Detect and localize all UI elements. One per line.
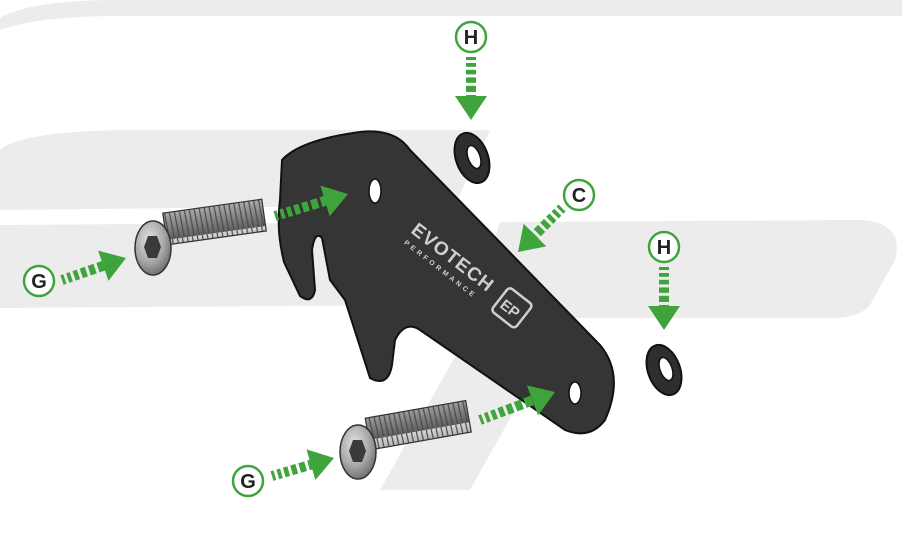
arrow-head — [320, 185, 348, 217]
washer-right — [645, 343, 683, 397]
callout-label-bolt-bottom: G — [240, 471, 256, 493]
arrow-dash — [282, 466, 291, 478]
arrow-head — [455, 96, 487, 120]
callout-ring — [562, 178, 596, 212]
bolt-left — [134, 198, 267, 276]
arrow-dash — [483, 411, 491, 423]
bracket-part: EVOTECH PERFORMANCE EP — [277, 130, 615, 435]
arrow-dash — [540, 218, 552, 230]
arrow-dash — [279, 208, 286, 220]
arrow-head — [306, 449, 334, 481]
callout-ring — [22, 264, 56, 298]
hex-socket-icon — [349, 440, 366, 462]
arrow-dash — [72, 269, 81, 281]
arrow-dash — [659, 287, 669, 293]
bracket-hole-upper — [368, 178, 382, 204]
bracket-plate — [277, 130, 615, 435]
arrow-to-washer-right — [648, 267, 680, 330]
arrow-head — [518, 223, 547, 252]
bracket-hole-lower — [568, 381, 582, 405]
arrow-dash — [505, 403, 515, 415]
arrow-bolt-left-into-bracket — [273, 185, 348, 221]
arrow-dash — [659, 267, 669, 270]
arrow-dash — [546, 213, 557, 224]
arrow-dash — [87, 263, 97, 276]
callout-ring — [647, 230, 681, 264]
arrow-dash — [513, 399, 524, 412]
arrow-dash — [276, 468, 283, 480]
assembly-arrows — [60, 57, 680, 481]
bracket-logo-badge-frame — [491, 287, 533, 329]
arrow-dash — [466, 77, 476, 83]
callout-bolt-bottom: G — [231, 464, 265, 498]
arrow-bolt-bottom-into-bracket — [478, 385, 555, 425]
arrow-head — [648, 306, 680, 330]
hex-socket-icon — [144, 236, 161, 258]
arrow-dash — [79, 266, 89, 279]
arrow-dash — [551, 208, 562, 219]
arrow-dash — [659, 273, 669, 277]
bolt-bottom — [339, 399, 472, 480]
callout-label-bolt-left: G — [31, 271, 47, 293]
callout-ring — [454, 20, 488, 54]
arrow-dash — [497, 406, 506, 418]
arrow-dash — [533, 224, 546, 237]
arrow-dash — [556, 204, 566, 214]
arrow-dash — [466, 57, 476, 60]
callout-label-washer-right: H — [657, 237, 671, 259]
arrow-to-washer-top — [455, 57, 487, 120]
arrow-dash — [66, 272, 73, 283]
arrow-dash — [466, 69, 476, 75]
callout-washer-top: H — [454, 20, 488, 54]
washer-top — [453, 131, 491, 185]
arrow-dash — [659, 279, 669, 285]
arrow-dash — [60, 274, 67, 285]
callout-ring — [231, 464, 265, 498]
arrow-dash — [523, 395, 535, 408]
arrow-to-bracket — [518, 204, 566, 252]
arrow-dash — [490, 409, 499, 421]
arrow-head — [526, 385, 555, 416]
arrow-head — [98, 250, 126, 281]
callout-label-bracket: C — [572, 185, 586, 207]
arrow-dash — [290, 464, 299, 476]
arrow-dash — [478, 414, 485, 425]
arrow-dash — [659, 295, 669, 302]
arrow-dash — [298, 461, 308, 473]
arrow-dash — [270, 470, 277, 481]
callout-bracket: C — [562, 178, 596, 212]
callout-bolt-left: G — [22, 264, 56, 298]
arrow-dash — [466, 85, 476, 92]
arrow-dash — [466, 63, 476, 67]
arrow-dash — [293, 203, 302, 215]
arrow-to-bolt-left — [60, 250, 126, 285]
arrow-dash — [301, 201, 310, 213]
arrow-dash — [309, 198, 320, 210]
arrow-dash — [285, 206, 294, 218]
callout-washer-right: H — [647, 230, 681, 264]
callout-label-washer-top: H — [464, 27, 478, 49]
arrow-to-bolt-bottom — [270, 449, 334, 481]
arrow-dash — [273, 210, 280, 221]
